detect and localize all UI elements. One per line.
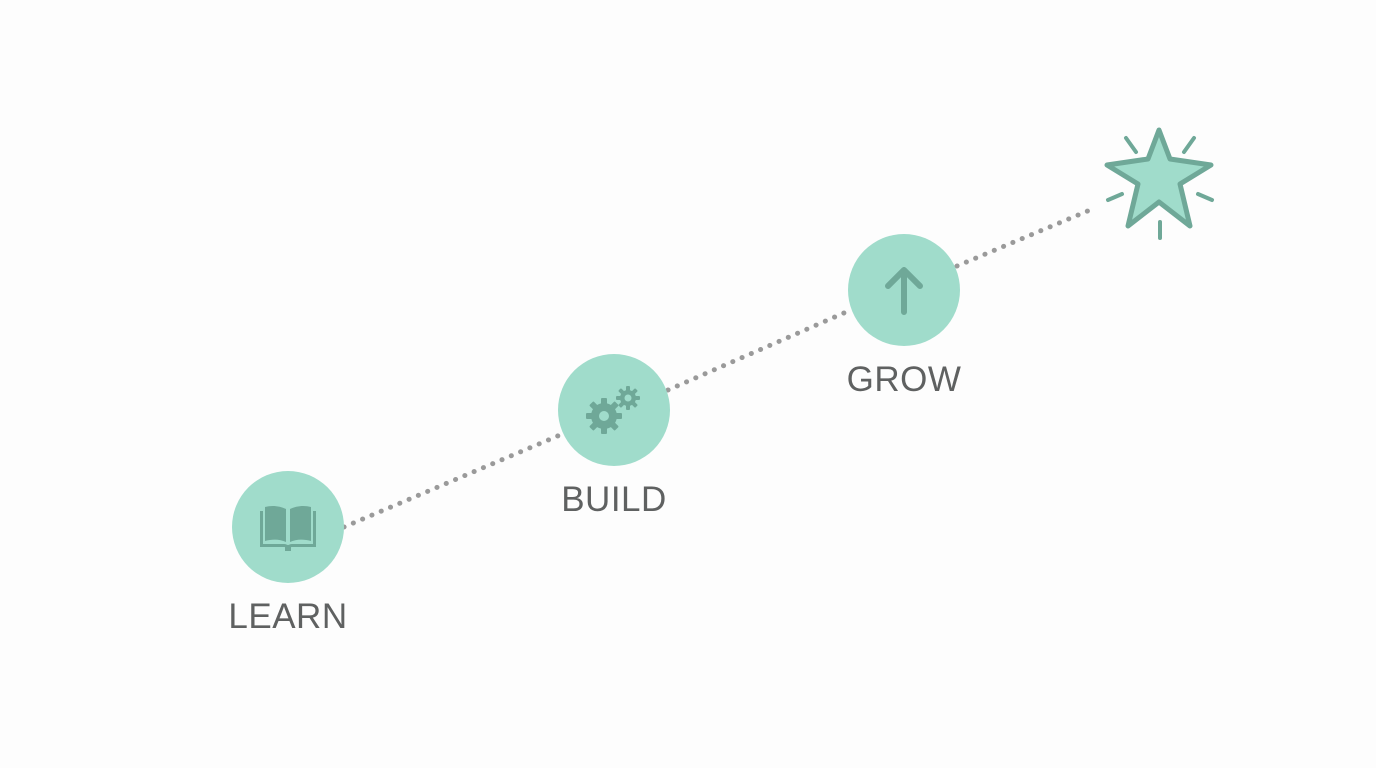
build-step-label: BUILD <box>561 480 667 519</box>
learn-step-label: LEARN <box>228 597 348 636</box>
arrow-up-icon <box>885 267 923 315</box>
connector-learn-build <box>341 432 563 530</box>
build-step-circle <box>558 354 670 466</box>
connector-grow-goal <box>954 207 1093 269</box>
connector-build-grow <box>665 306 856 393</box>
grow-step-circle <box>848 234 960 346</box>
gears-icon <box>586 386 640 434</box>
open-book-icon <box>260 505 316 551</box>
star-burst-icon <box>1104 127 1214 240</box>
learn-step-circle <box>232 471 344 583</box>
grow-step-label: GROW <box>846 360 962 399</box>
